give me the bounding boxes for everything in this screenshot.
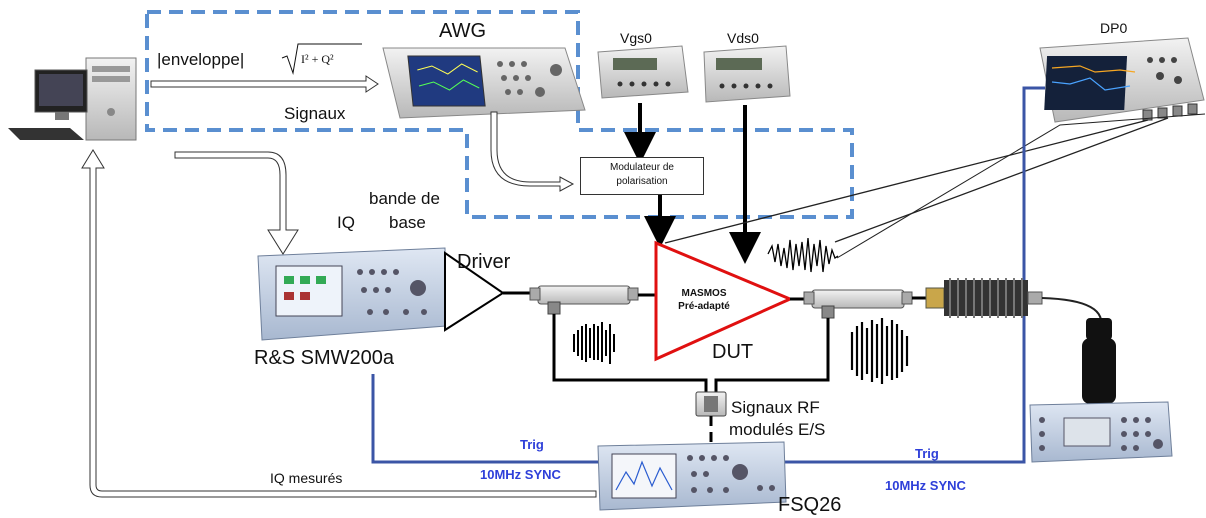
svg-text:I² + Q²: I² + Q² (301, 52, 334, 66)
vgs0-power-supply-icon (597, 45, 689, 99)
dpo-oscilloscope-icon (1039, 37, 1205, 123)
dut-label: DUT (712, 341, 754, 363)
polarization-modulator-box: Modulateur de polarisation (580, 157, 704, 195)
driver-amplifier-triangle (444, 251, 505, 332)
pc-to-smw-arrow (174, 151, 299, 255)
output-signal-waveform (850, 318, 909, 384)
probe-cable-1 (664, 119, 1149, 244)
fsq26-label: FSQ26 (778, 494, 842, 516)
output-probe-waveform (767, 237, 839, 273)
input-signal-waveform (573, 322, 615, 364)
pc-computer-icon (8, 57, 137, 141)
masmos-line1: MASMOS (681, 288, 727, 299)
awg-instrument-icon (382, 47, 586, 119)
sync-left-label: 10MHz SYNC (480, 467, 561, 482)
envelope-sqrt-formula: I² + Q² (281, 43, 362, 75)
input-coupler-icon (529, 285, 639, 315)
sync-line-smw (371, 374, 600, 464)
smw200a-generator-icon (257, 247, 447, 341)
signaux-rf-label: Signaux RF (731, 398, 820, 417)
smw200a-label: R&S SMW200a (254, 347, 395, 369)
probe-cable-3 (836, 113, 1206, 259)
dpo-label: DP0 (1100, 20, 1128, 36)
vds0-label: Vds0 (727, 30, 759, 46)
enveloppe-label: |enveloppe| (157, 50, 245, 69)
fsq26-analyzer-icon (597, 441, 787, 511)
power-meter-icon (1029, 401, 1173, 463)
coupled-port-output-line (714, 318, 830, 392)
sync-line-dpo (785, 86, 1045, 464)
awg-zone-boundary (145, 10, 854, 219)
driver-label: Driver (457, 251, 511, 273)
trig-left-label: Trig (520, 437, 544, 452)
modulator-line1: Modulateur de (610, 162, 674, 173)
attenuator-load-icon (925, 278, 1043, 318)
fsq-to-pc-arrow (81, 149, 597, 498)
modules-es-label: modulés E/S (729, 420, 826, 439)
modulator-line2: polarisation (616, 176, 668, 187)
iq-label: IQ (337, 213, 355, 232)
awg-label: AWG (439, 20, 487, 42)
iq-mesures-label: IQ mesurés (270, 470, 343, 486)
base-label: base (389, 213, 426, 232)
awg-to-modulator-arrow (490, 111, 575, 192)
pc-to-awg-arrow (150, 75, 379, 93)
masmos-label: MASMOS Pré-adapté (664, 287, 744, 313)
output-coupler-icon (803, 289, 913, 319)
vgs0-label: Vgs0 (620, 30, 652, 46)
probe-cable-2 (834, 117, 1169, 243)
trig-right-label: Trig (915, 446, 939, 461)
bande-de-label: bande de (369, 189, 440, 208)
dut-amplifier-triangle (654, 240, 794, 362)
vds0-power-supply-icon (703, 45, 791, 103)
sync-right-label: 10MHz SYNC (885, 478, 966, 493)
coupled-port-input-line (552, 314, 708, 392)
rf-switch-combiner-icon (695, 391, 727, 417)
masmos-line2: Pré-adapté (678, 301, 730, 312)
signaux-label: Signaux (284, 104, 346, 123)
